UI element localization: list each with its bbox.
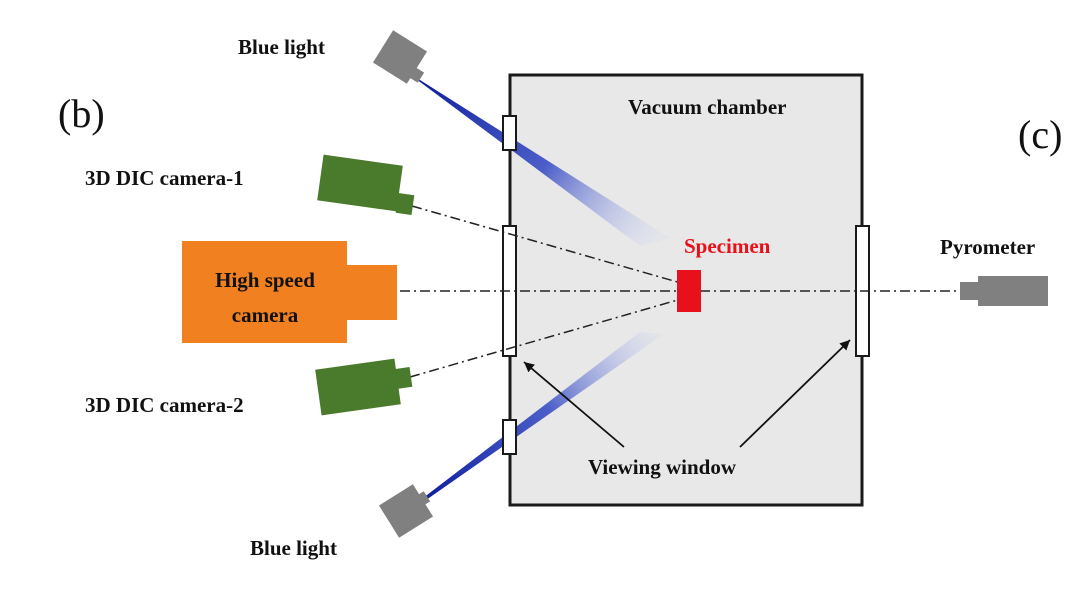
- high-speed-camera-label-line2: camera: [232, 303, 299, 327]
- blue-light-source-bottom: [378, 484, 434, 538]
- light-window-bottom: [502, 419, 517, 455]
- viewing-window-label: Viewing window: [588, 455, 737, 479]
- blue-light-bottom-label: Blue light: [250, 536, 337, 560]
- high-speed-camera: [182, 241, 397, 343]
- dic-camera-2-label: 3D DIC camera-2: [85, 393, 244, 417]
- specimen-label: Specimen: [684, 234, 771, 258]
- high-speed-camera-label-line1: High speed: [215, 268, 315, 292]
- light-window-top: [502, 115, 517, 151]
- blue-light-source-top: [372, 30, 428, 84]
- specimen: [677, 270, 701, 312]
- blue-light-beam-top: [404, 70, 670, 246]
- viewing-window-arrows: [523, 339, 851, 448]
- pyrometer-label: Pyrometer: [940, 235, 1035, 259]
- pyrometer: [960, 276, 1048, 306]
- dic-camera-2: [315, 358, 413, 416]
- dic-camera-1-label: 3D DIC camera-1: [85, 166, 244, 190]
- blue-light-beam-bottom: [410, 332, 664, 508]
- sight-lines: [400, 205, 958, 378]
- panel-label-b: (b): [58, 91, 105, 136]
- vacuum-chamber-label: Vacuum chamber: [628, 95, 786, 119]
- dic-camera-1: [317, 154, 415, 216]
- blue-light-top-label: Blue light: [238, 35, 325, 59]
- panel-label-c: (c): [1018, 112, 1062, 157]
